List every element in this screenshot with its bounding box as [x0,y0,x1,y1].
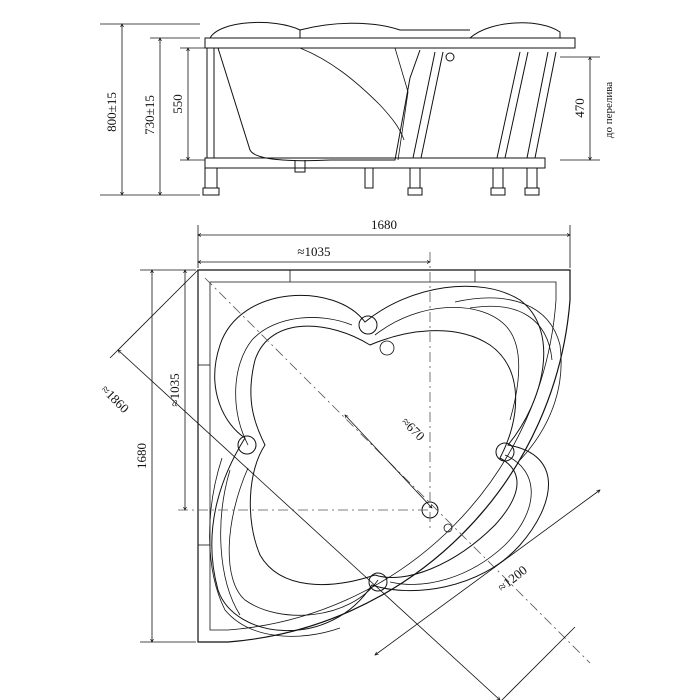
side-headrest-right [469,22,561,39]
side-rim [204,37,576,49]
top-joint-knob-top [358,315,378,335]
side-seat-contour [299,22,470,31]
side-shell-contour-3 [394,47,409,161]
dim-diagonal: ≈1860 [98,382,132,416]
dim-overflow-height: 470 [572,98,587,118]
side-legs [206,48,557,159]
top-crescent-right [454,297,562,461]
dim-width-top: 1680 [371,217,397,232]
dim-partial-top: ≈1035 [297,244,330,259]
side-feet [202,160,540,196]
dim-partial-left: ≈1035 [167,373,182,406]
side-view: 800±15 730±15 550 470 до перелива [100,22,615,195]
dim-total-height: 800±15 [104,92,119,132]
side-headrest-left [209,22,301,39]
top-dim-lines [109,225,600,700]
dim-inner-height: 550 [170,94,185,114]
side-overflow-fitting [445,52,455,62]
dim-rim-height: 730±15 [142,95,157,135]
side-base-frame [204,157,546,169]
side-shell-outline [217,47,421,162]
side-shell-contour-2 [299,47,405,141]
dim-depth-left: 1680 [134,443,149,469]
dim-front-arc: ≈1200 [495,562,530,594]
top-view: 1680 ≈1035 1680 ≈1035 ≈1860 ≈670 ≈1200 [98,217,600,700]
side-dim-lines [100,24,600,195]
top-lobe-ring-top [374,306,520,421]
overflow-note: до перелива [603,82,615,138]
